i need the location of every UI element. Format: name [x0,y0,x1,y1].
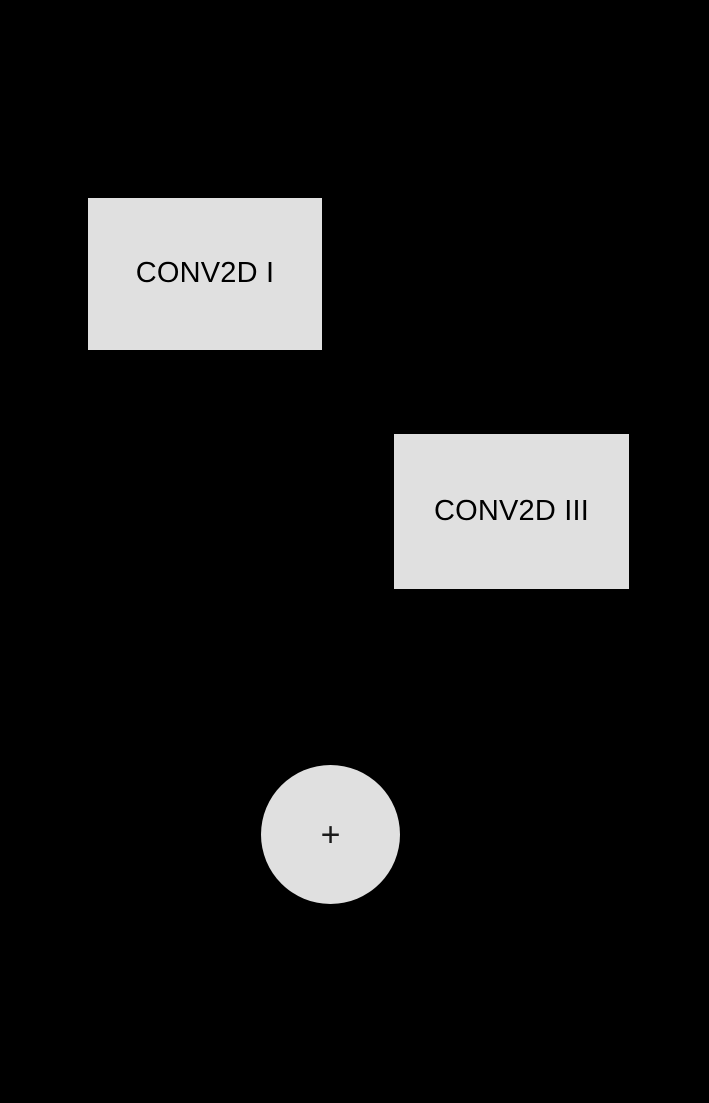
edge-conv2d-1-to-add [204,350,265,842]
node-conv2d-1-label: CONV2D I [135,257,275,290]
node-conv2d-1[interactable]: CONV2D I [88,198,322,350]
node-conv2d-3[interactable]: CONV2D III [394,434,629,589]
node-add-operator[interactable]: + [261,765,400,904]
plus-icon: + [320,815,341,854]
edge-conv2d-3-to-add [396,589,513,842]
node-conv2d-3-label: CONV2D III [433,494,590,527]
